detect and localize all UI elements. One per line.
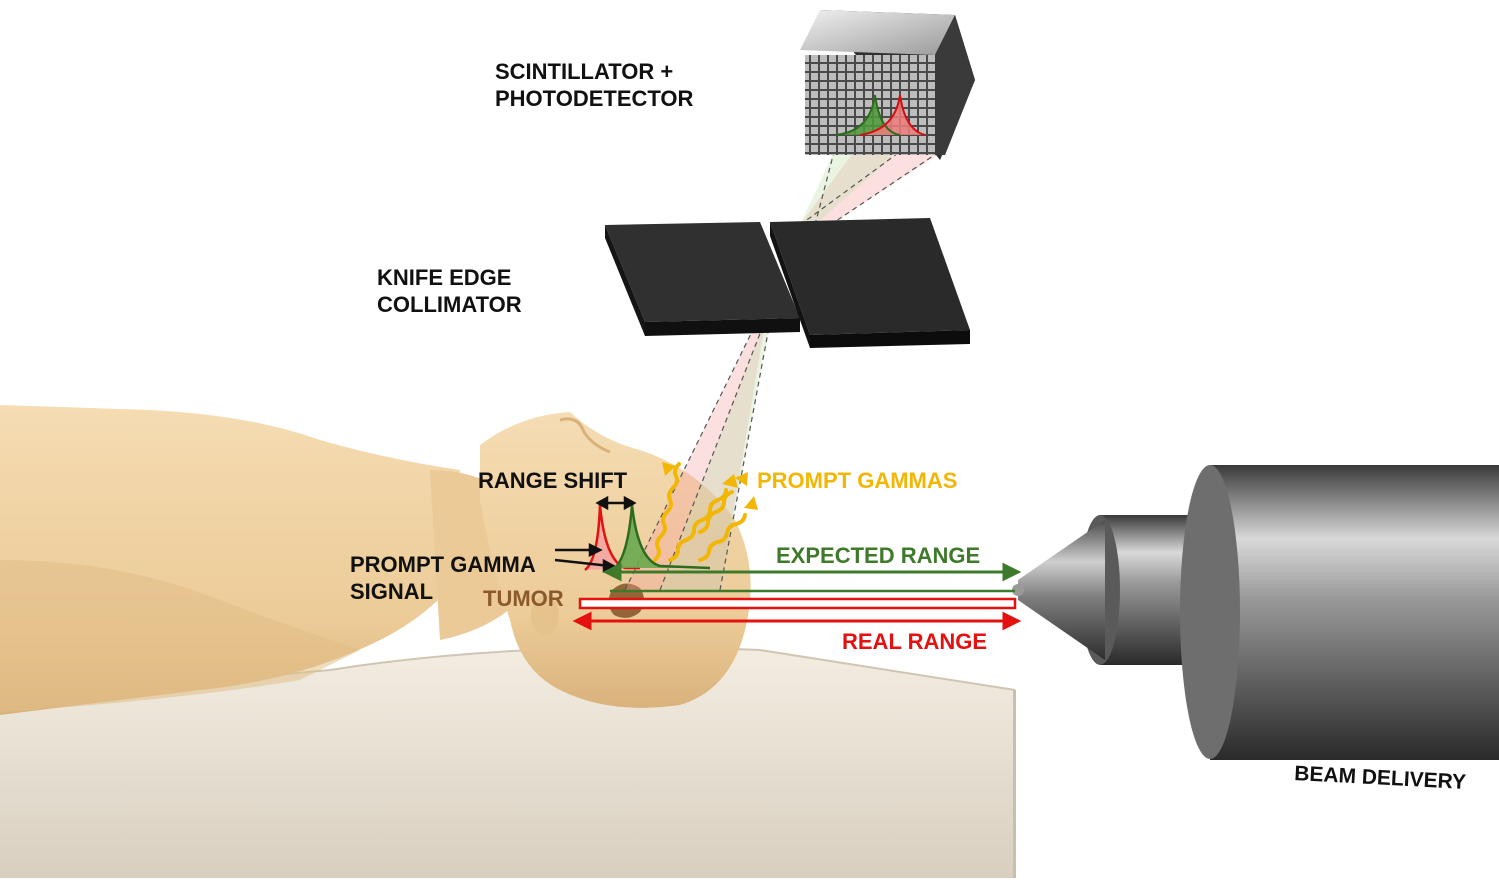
real-range-arrow — [572, 611, 1022, 631]
range-shift-arrow — [595, 495, 637, 511]
label-collimator: KNIFE EDGE COLLIMATOR — [377, 264, 522, 318]
label-expected-range: EXPECTED RANGE — [776, 543, 981, 568]
label-prompt-gamma-signal-line2: SIGNAL — [350, 579, 434, 604]
label-range-shift: RANGE SHIFT — [478, 468, 628, 493]
label-prompt-gammas: PROMPT GAMMAS — [757, 468, 958, 493]
scintillator-detector — [800, 10, 975, 160]
gamma-cones — [624, 147, 946, 591]
label-collimator-line2: COLLIMATOR — [377, 292, 522, 317]
label-scintillator-line1: SCINTILLATOR + — [495, 59, 674, 84]
knife-edge-collimator — [605, 218, 970, 348]
label-prompt-gamma-signal: PROMPT GAMMA SIGNAL — [350, 551, 536, 605]
patient-body — [0, 405, 751, 715]
label-prompt-gamma-signal-line1: PROMPT GAMMA — [350, 552, 536, 577]
label-real-range: REAL RANGE — [842, 629, 988, 654]
label-scintillator: SCINTILLATOR + PHOTODETECTOR — [495, 58, 693, 112]
label-collimator-line1: KNIFE EDGE — [377, 265, 512, 290]
beam-nozzle — [1012, 465, 1499, 760]
label-scintillator-line2: PHOTODETECTOR — [495, 86, 694, 111]
prompt-gamma-arrowheads — [662, 462, 758, 510]
expected-range-arrow — [602, 562, 1022, 582]
prompt-gamma-rays — [653, 462, 747, 562]
proton-beam — [578, 589, 1017, 610]
label-tumor: TUMOR — [483, 586, 564, 611]
